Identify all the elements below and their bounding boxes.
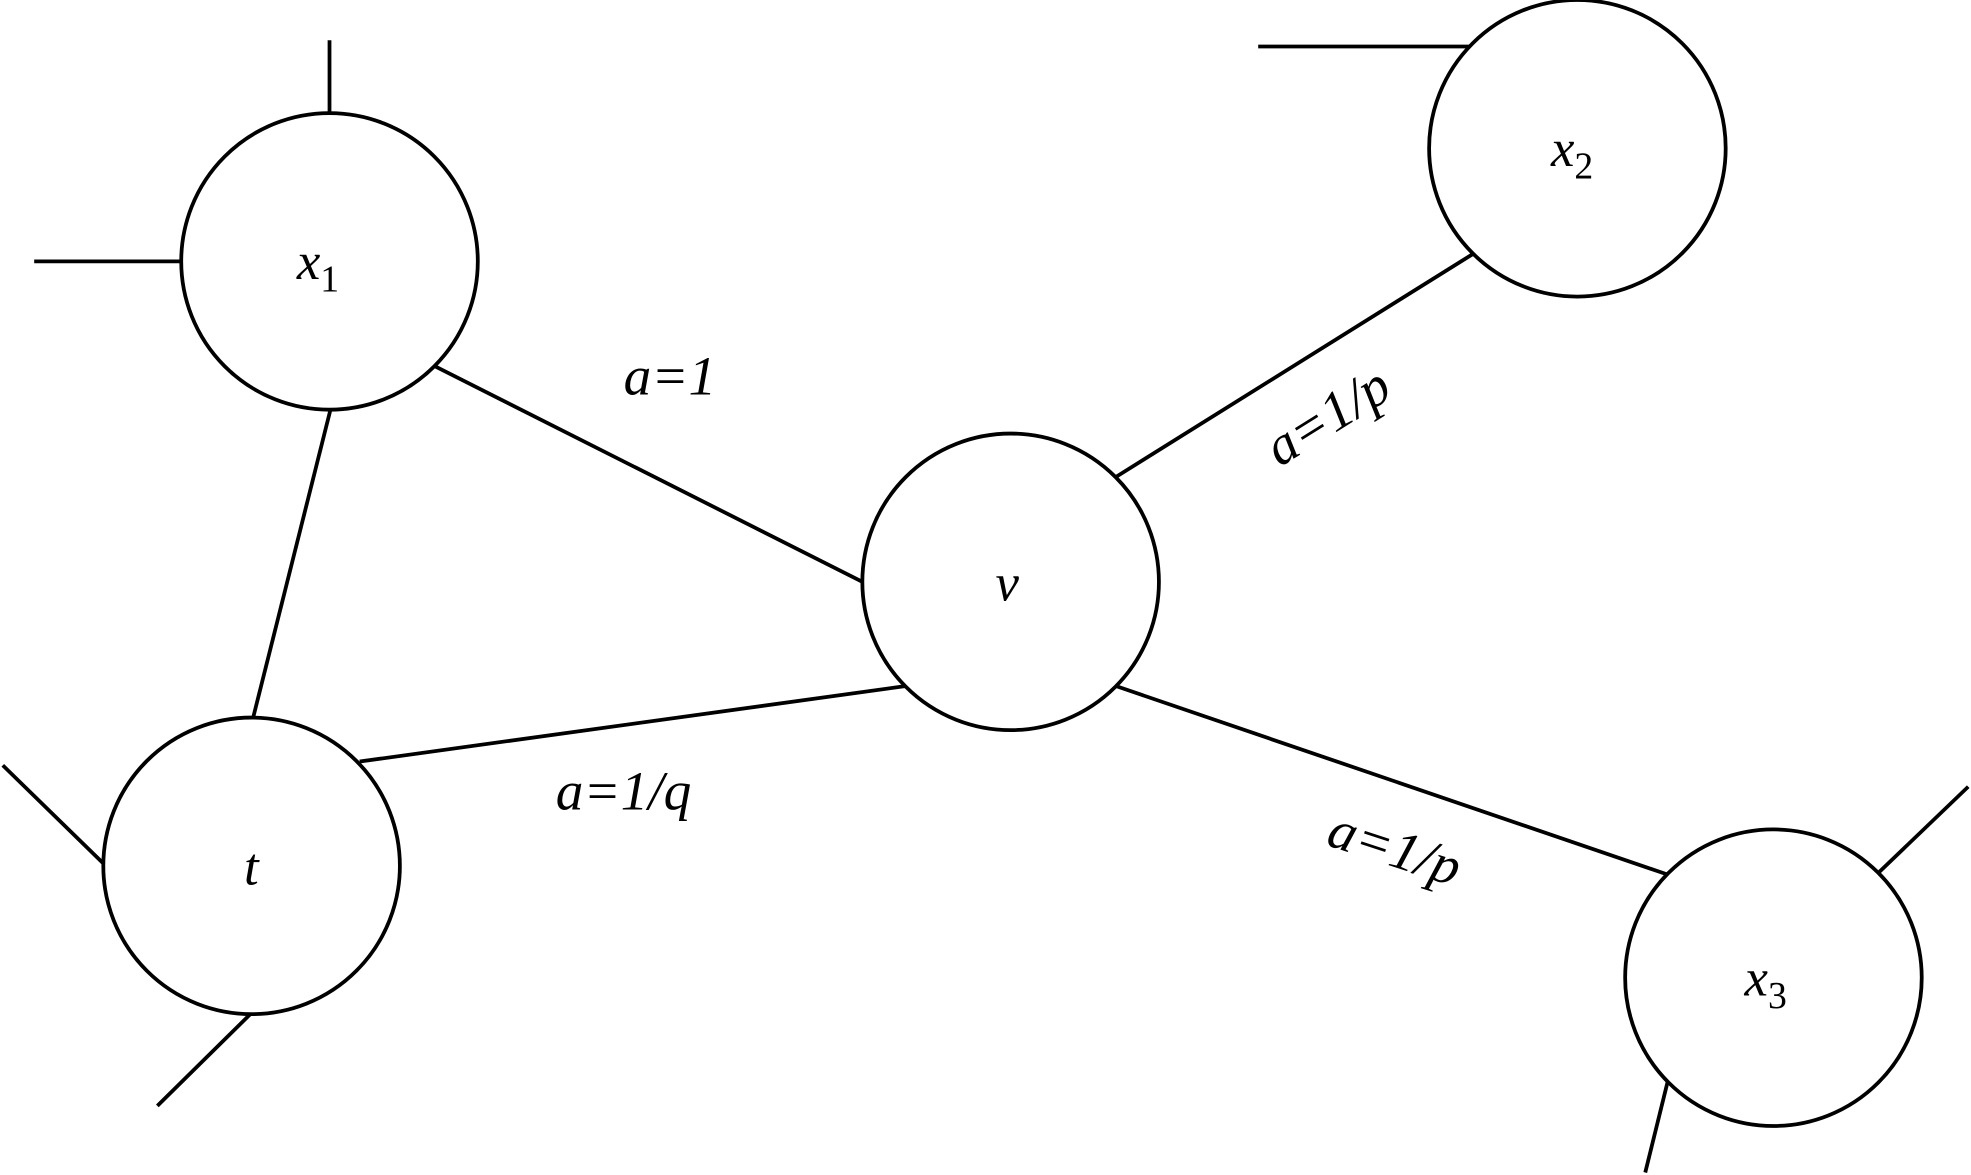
stub-t-bottom: [156, 1011, 253, 1108]
node-label: x: [1744, 949, 1769, 1007]
edge-t-v: [359, 684, 906, 764]
node-v: v: [860, 431, 1161, 733]
node-x2: x2: [1427, 0, 1728, 299]
edge-label-v-x2: a=1/p: [1254, 354, 1401, 478]
edge-v-x2: [1113, 252, 1475, 480]
node-subscript: 3: [1768, 975, 1787, 1017]
stub-x3-right: [1875, 785, 1970, 877]
edges: [251, 252, 1669, 877]
stub-edges: [1, 40, 1970, 1173]
node-t: t: [101, 715, 402, 1017]
node-subscript: 2: [1574, 145, 1593, 187]
edge-x1-t: [251, 407, 333, 720]
svg-text:x1: x1: [296, 233, 339, 301]
node-subscript: 1: [320, 259, 339, 301]
node-label: x: [1550, 120, 1575, 178]
stub-t-left: [1, 763, 106, 866]
node-label: t: [244, 839, 260, 897]
edge-v-x3: [1115, 684, 1669, 877]
node-x1: x1: [179, 111, 480, 412]
edge-x1-v: [432, 364, 864, 584]
stub-x3-bottom: [1643, 1080, 1670, 1173]
svg-text:x2: x2: [1550, 120, 1593, 188]
edge-label-t-v: a=1/q: [556, 760, 692, 821]
edge-label-x1-v: a=1: [624, 346, 717, 407]
edge-label-v-x3: a=1/p: [1321, 798, 1469, 898]
nodes: x1 x2 v t x3: [101, 0, 1924, 1128]
node-label: x: [296, 233, 321, 291]
svg-text:x3: x3: [1744, 949, 1787, 1017]
node-label: v: [996, 555, 1020, 613]
node-x3: x3: [1623, 827, 1924, 1128]
